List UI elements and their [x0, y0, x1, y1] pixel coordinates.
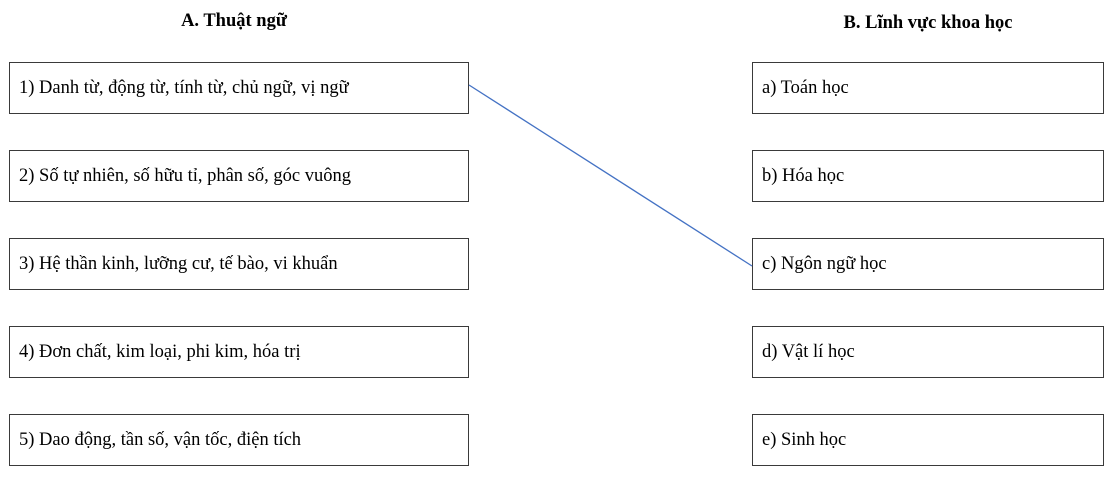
field-box-c[interactable]: c) Ngôn ngữ học: [752, 238, 1104, 290]
field-box-c-label: c) Ngôn ngữ học: [762, 254, 887, 274]
field-box-b[interactable]: b) Hóa học: [752, 150, 1104, 202]
field-box-e-label: e) Sinh học: [762, 430, 847, 450]
term-box-5-label: 5) Dao động, tần số, vận tốc, điện tích: [19, 430, 302, 450]
term-box-4-label: 4) Đơn chất, kim loại, phi kim, hóa trị: [19, 342, 301, 362]
field-box-b-label: b) Hóa học: [762, 166, 845, 186]
field-box-d-label: d) Vật lí học: [762, 342, 855, 362]
term-box-2-label: 2) Số tự nhiên, số hữu tỉ, phân số, góc …: [19, 166, 351, 186]
term-box-2[interactable]: 2) Số tự nhiên, số hữu tỉ, phân số, góc …: [9, 150, 469, 202]
term-box-1[interactable]: 1) Danh từ, động từ, tính từ, chủ ngữ, v…: [9, 62, 469, 114]
column-b-header: B. Lĩnh vực khoa học: [843, 13, 1013, 33]
field-box-e[interactable]: e) Sinh học: [752, 414, 1104, 466]
term-box-1-label: 1) Danh từ, động từ, tính từ, chủ ngữ, v…: [19, 78, 349, 98]
field-box-a[interactable]: a) Toán học: [752, 62, 1104, 114]
connector-line-1-to-c[interactable]: [468, 84, 753, 267]
connector-lines: [468, 84, 753, 267]
term-box-5[interactable]: 5) Dao động, tần số, vận tốc, điện tích: [9, 414, 469, 466]
term-box-4[interactable]: 4) Đơn chất, kim loại, phi kim, hóa trị: [9, 326, 469, 378]
term-box-3-label: 3) Hệ thần kinh, lưỡng cư, tế bào, vi kh…: [19, 254, 338, 274]
term-box-3[interactable]: 3) Hệ thần kinh, lưỡng cư, tế bào, vi kh…: [9, 238, 469, 290]
column-a-header: A. Thuật ngữ: [181, 11, 287, 31]
field-box-a-label: a) Toán học: [762, 78, 849, 98]
field-box-d[interactable]: d) Vật lí học: [752, 326, 1104, 378]
